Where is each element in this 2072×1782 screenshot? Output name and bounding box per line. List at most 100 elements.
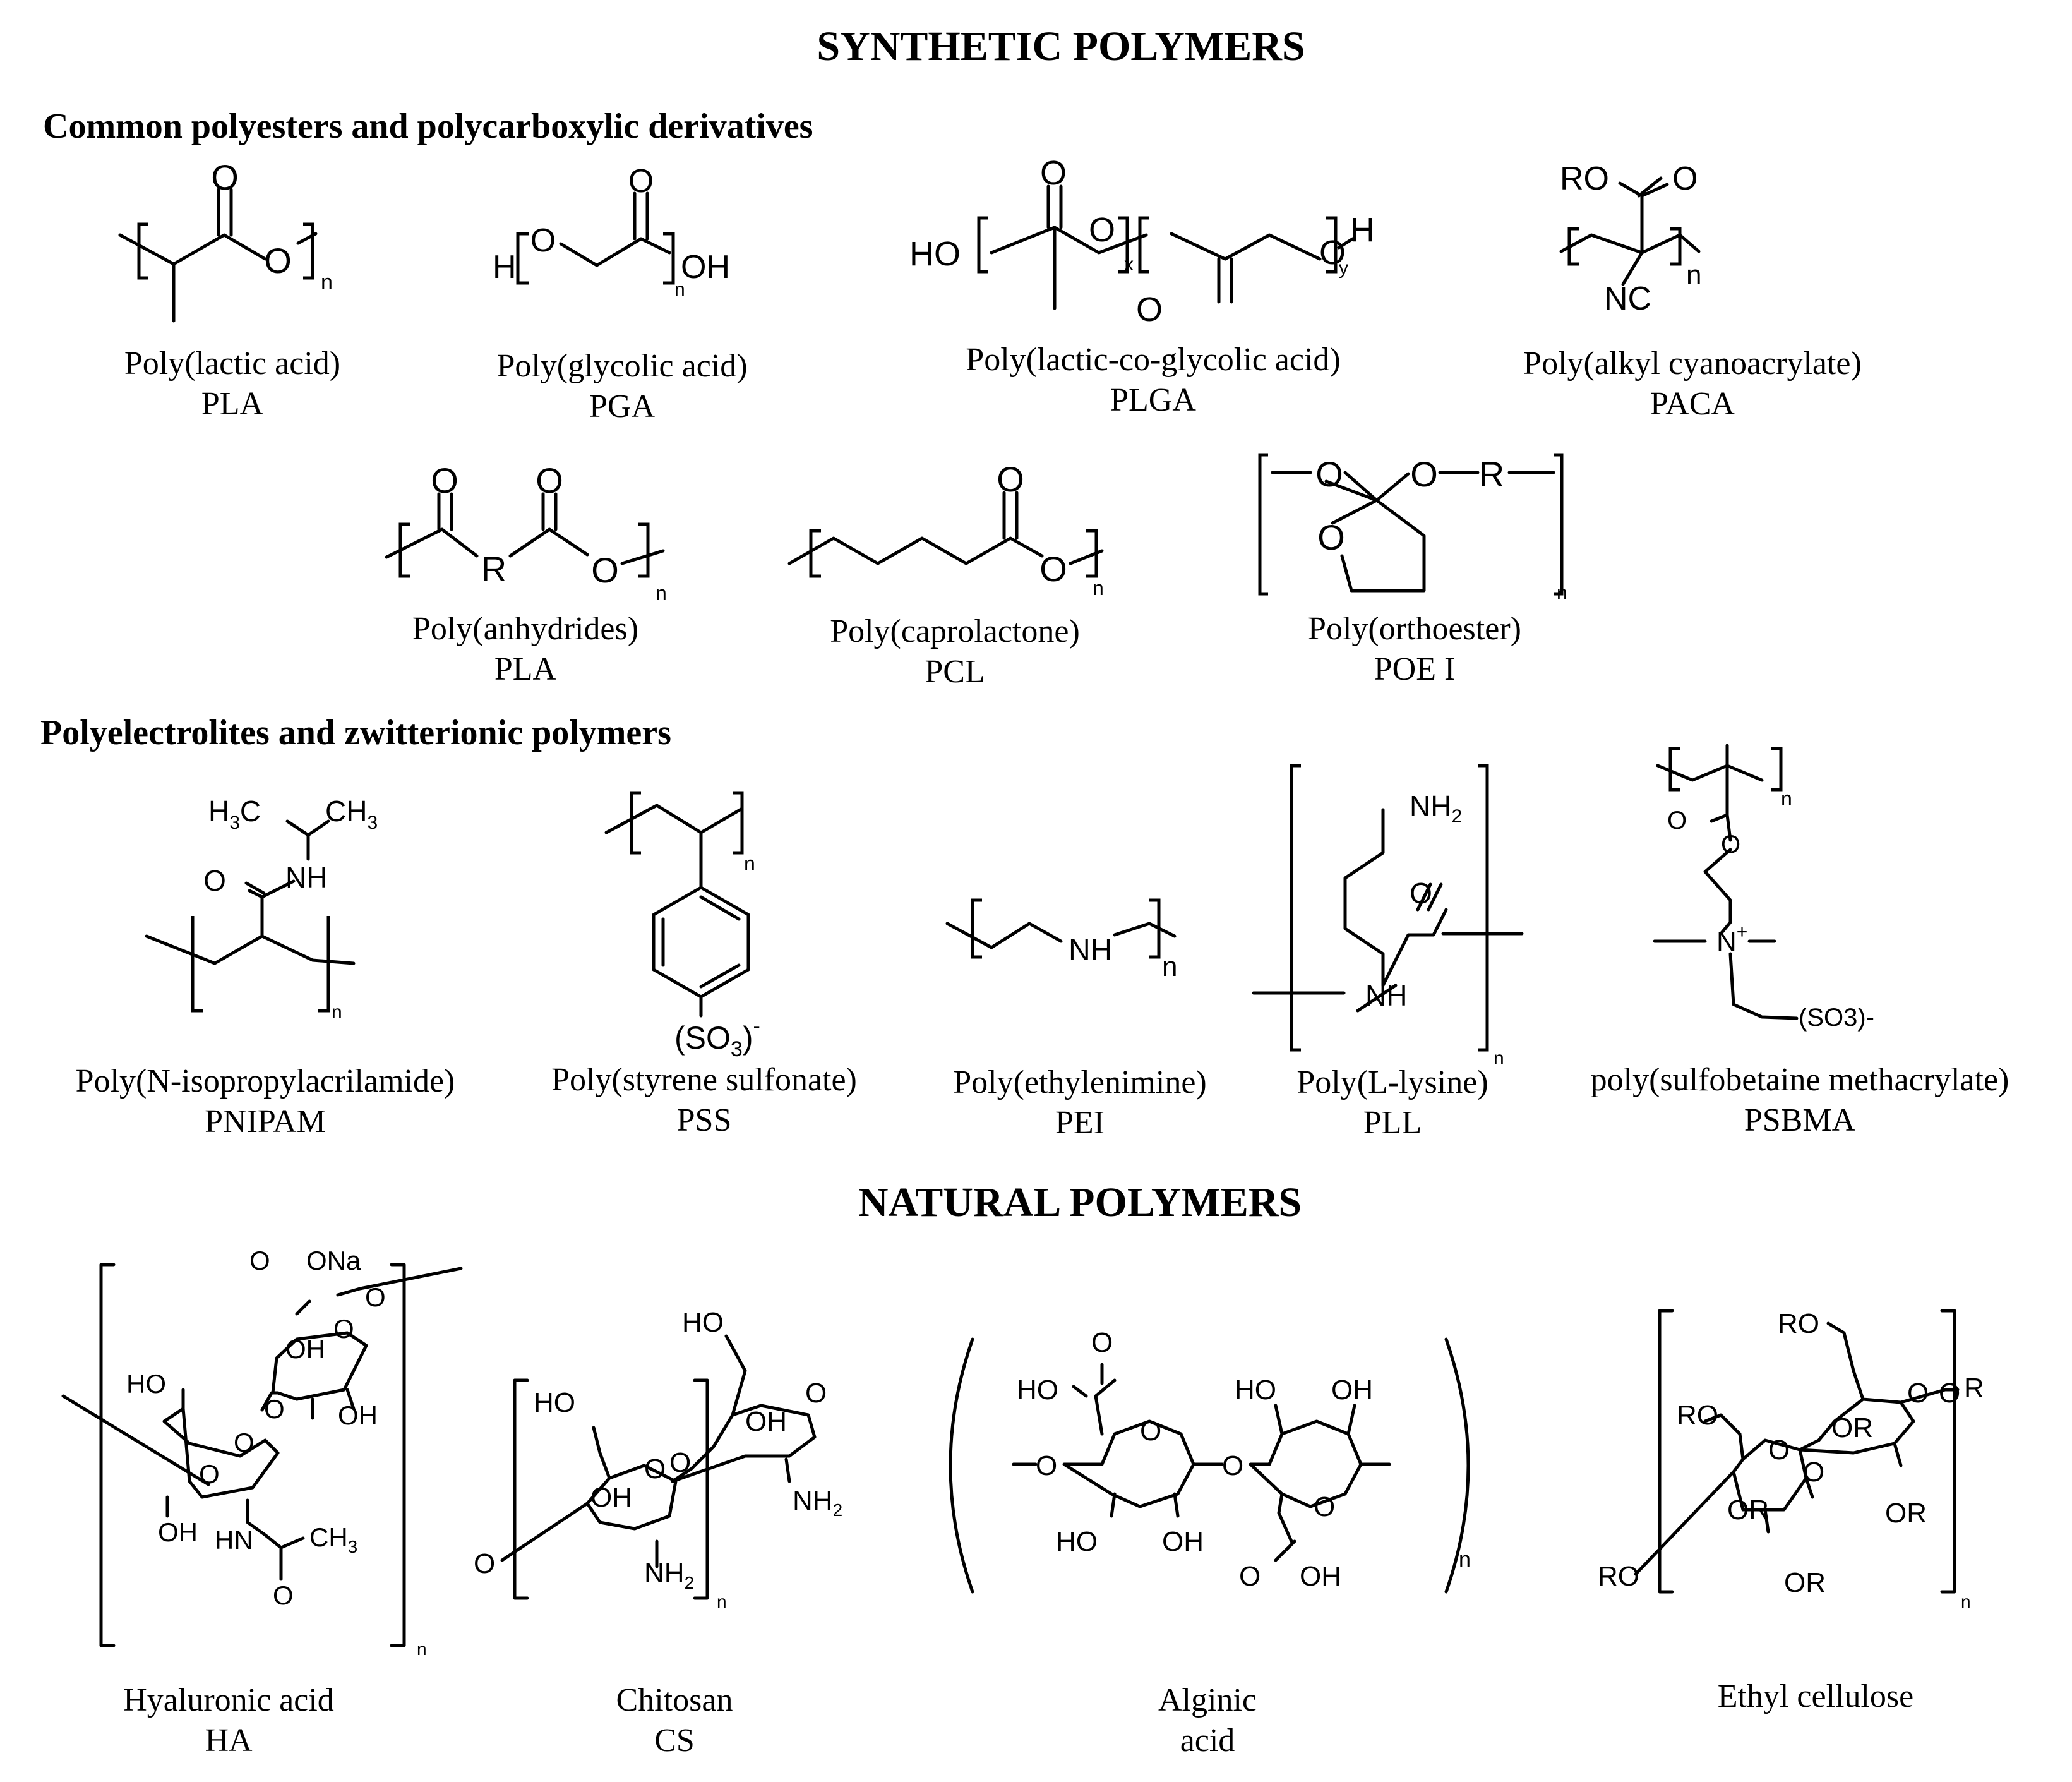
subscript-n: n (717, 1592, 727, 1611)
atom-o: O (273, 1580, 294, 1610)
structure-pcl: O O n (787, 459, 1104, 599)
atom-o: O (1721, 831, 1740, 858)
atom-o: O (1672, 160, 1698, 197)
group-ho: HO (1235, 1375, 1276, 1406)
group-ch3: CH3 (325, 795, 378, 833)
atom-o: O (1136, 291, 1163, 328)
atom-r: R (1479, 454, 1504, 494)
group-oh: OH (681, 249, 730, 286)
group-ro: RO (1560, 160, 1609, 197)
group-sulfonate: (SO3)- (1799, 1004, 1874, 1032)
label-cs-abbr: CS (654, 1723, 695, 1759)
atom-o: O (474, 1548, 495, 1579)
subscript-n: n (1557, 582, 1567, 603)
group-oh: OH (1162, 1526, 1204, 1557)
label-psbma-name: poly(sulfobetaine methacrylate) (1591, 1062, 2009, 1098)
group-ho: HO (1056, 1526, 1098, 1557)
group-hn: HN (215, 1525, 253, 1555)
atom-o: O (1239, 1561, 1261, 1592)
group-oh: OH (1300, 1561, 1341, 1592)
label-paca-abbr: PACA (1650, 386, 1735, 422)
heading-polyelectrolytes: Polyelectrolites and zwitterionic polyme… (40, 713, 671, 752)
atom-o: O (333, 1314, 354, 1344)
subscript-n: n (1686, 260, 1701, 291)
label-pcl-name: Poly(caprolactone) (830, 613, 1080, 649)
structure-pei: NH n (945, 898, 1177, 982)
group-ch3: CH3 (309, 1522, 357, 1556)
structure-pnipam: H3C CH3 O NH n (145, 795, 378, 1023)
group-oh: OH (158, 1517, 198, 1547)
subscript-n: n (1961, 1592, 1971, 1611)
atom-o: O (628, 163, 654, 200)
structure-pss: n (SO3)- (604, 791, 760, 1061)
subscript-n: n (332, 1002, 342, 1023)
structure-psbma: n O O N+ (SO3)- (1653, 744, 1874, 1032)
subscript-n: n (656, 582, 667, 605)
group-ro: RO (1778, 1308, 1819, 1339)
subscript-n: n (417, 1639, 427, 1659)
structure-pla: O O n (118, 157, 333, 323)
structure-anhydrides: O O R O n (385, 461, 667, 605)
atom-o: O (1410, 454, 1438, 494)
label-pei-name: Poly(ethylenimine) (953, 1064, 1206, 1100)
atom-n-plus: N+ (1716, 922, 1747, 957)
atom-o: O (264, 241, 292, 280)
group-oh: OH (1331, 1375, 1373, 1406)
label-paca-name: Poly(alkyl cyanoacrylate) (1523, 346, 1862, 382)
atom-o: O (1667, 807, 1687, 834)
group-nh: NH (1069, 934, 1112, 967)
group-nh2: NH2 (793, 1485, 842, 1520)
atom-o: O (1140, 1416, 1161, 1447)
atom-o: O (1036, 1450, 1057, 1481)
atom-o: O (1768, 1435, 1790, 1466)
subscript-n: n (674, 279, 685, 300)
label-pga-name: Poly(glycolic acid) (496, 348, 747, 384)
structure-plga: HO O O x O O y H (909, 154, 1375, 328)
atom-o: O (1319, 234, 1346, 272)
atom-o: O (234, 1428, 255, 1457)
atom-o: O (1040, 154, 1067, 192)
group-oh: OH (590, 1482, 632, 1513)
atom-o: O (264, 1394, 285, 1424)
structure-hyaluronic-acid: O ONa O O OH OH O HO O O OH HN CH3 O n (61, 1246, 463, 1659)
group-h3c: H3C (208, 795, 261, 833)
subscript-x: x (1124, 254, 1134, 275)
atom-h: H (1350, 211, 1375, 249)
atom-o: O (1314, 1491, 1335, 1522)
atom-o: O (1410, 877, 1432, 910)
atom-o: O (530, 222, 556, 259)
heading-synthetic-polymers: SYNTHETIC POLYMERS (817, 23, 1305, 69)
structure-chitosan: HO O HO OH O O OH NH2 O NH2 n (474, 1307, 842, 1611)
label-anhydrides-name: Poly(anhydrides) (412, 611, 638, 647)
atom-o: O (365, 1282, 386, 1312)
label-ha-abbr: HA (205, 1723, 253, 1759)
atom-o: O (1317, 517, 1345, 557)
group-ho: HO (682, 1307, 724, 1338)
label-pnipam-abbr: PNIPAM (205, 1104, 326, 1140)
group-or: OR (1831, 1412, 1873, 1443)
subscript-n: n (1494, 1048, 1504, 1069)
subscript-n: n (1459, 1548, 1471, 1572)
group-ho: HO (534, 1387, 575, 1418)
atom-o: O (1222, 1450, 1243, 1481)
group-oh: OH (745, 1406, 787, 1437)
label-pss-abbr: PSS (677, 1102, 732, 1138)
label-pnipam-name: Poly(N-isopropylacrilamide) (76, 1063, 455, 1099)
atom-o: O (431, 461, 458, 500)
subscript-n: n (1162, 951, 1177, 982)
structure-paca: RO O NC n (1559, 160, 1701, 317)
atom-o: O (1803, 1457, 1824, 1488)
group-sulfonate: (SO3)- (674, 1014, 760, 1061)
atom-r: R (1964, 1373, 1984, 1404)
group-nh2: NH2 (1410, 790, 1462, 827)
subscript-n: n (321, 270, 333, 294)
label-plga-abbr: PLGA (1110, 382, 1196, 418)
atom-o: O (805, 1378, 827, 1409)
atom-o: O (591, 550, 619, 590)
atom-o: O (1089, 211, 1115, 249)
structure-pga: H O O n OH (493, 163, 730, 300)
atom-o: O (644, 1454, 666, 1484)
structure-pll: NH2 O NH n (1252, 764, 1524, 1069)
atom-o: O (1091, 1327, 1113, 1358)
